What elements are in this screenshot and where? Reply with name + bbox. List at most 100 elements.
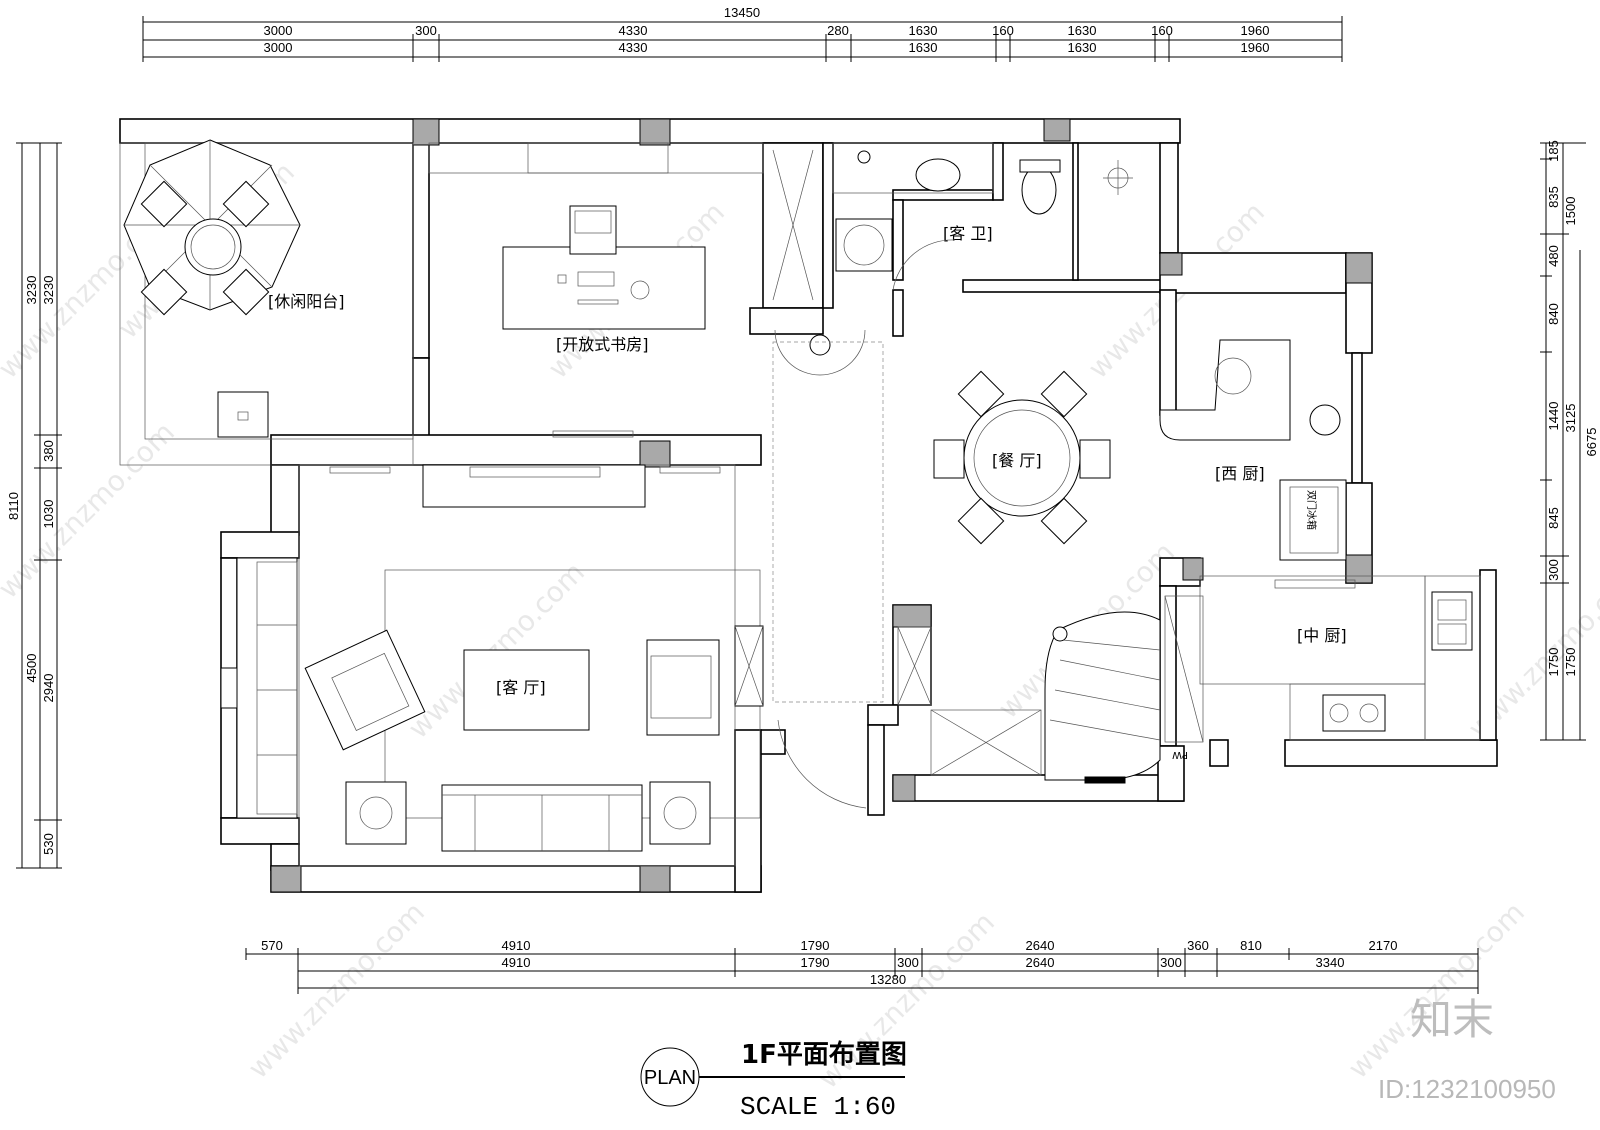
bottom-dimensions: 570 4910 1790 300 2640 360 810 2170 4910… (245, 938, 1479, 994)
dim-bottom-b-1: 4910 (502, 955, 531, 970)
dim-top-b-1: 3000 (264, 40, 293, 55)
dim-bottom-total: 13280 (870, 972, 906, 987)
dim-right-b-2: 3125 (1563, 404, 1578, 433)
dining-chair (933, 439, 965, 479)
dim-top-b-3: 1630 (909, 40, 938, 55)
dim-right-a-1: 185 (1546, 140, 1561, 162)
dim-right-a-2: 835 (1546, 186, 1561, 208)
bar-sink (1309, 404, 1341, 436)
dim-left-a-3: 1030 (41, 500, 56, 529)
watermark-11: www.znzmo.com (1342, 896, 1531, 1085)
room-label-chinese-kitchen: [中 厨] (1297, 626, 1347, 645)
dim-bottom-b-6: 3340 (1316, 955, 1345, 970)
walls (119, 118, 1498, 893)
dim-right-b-3: 1750 (1563, 648, 1578, 677)
right-dimensions: 185 835 480 840 1440 845 300 1750 1500 3… (1540, 140, 1599, 741)
balcony-sink (217, 391, 269, 438)
dining-chair (1040, 497, 1088, 545)
dim-bottom-a-2: 4910 (502, 938, 531, 953)
balcony-area: [休闲阳台] (119, 139, 414, 466)
dining-chair (1040, 370, 1088, 418)
gas-stove (1322, 694, 1386, 732)
left-dimensions: 3230 380 1030 4500 530 3230 2940 8110 (6, 142, 62, 869)
watermark-5: www.znzmo.com (0, 416, 181, 605)
dim-bottom-b-2: 1790 (801, 955, 830, 970)
columns (270, 118, 1373, 893)
dim-left-b-1: 3230 (24, 276, 39, 305)
dim-top-a-9: 1960 (1241, 23, 1270, 38)
plan-label: PLAN (644, 1067, 696, 1089)
dim-right-b-1: 1500 (1563, 197, 1578, 226)
top-dimensions: 13450 3000 300 4330 280 1630 160 1630 16… (142, 5, 1343, 62)
chinese-kitchen-area: [中 厨] PW (1172, 575, 1481, 760)
study-chair (569, 205, 617, 255)
dim-top-a-3: 4330 (619, 23, 648, 38)
dim-top-b-2: 4330 (619, 40, 648, 55)
dim-bottom-a-1: 570 (261, 938, 283, 953)
bath-basin (915, 158, 961, 192)
balcony-chair (222, 180, 270, 228)
dining-area: [餐 厅] (772, 341, 1111, 703)
toilet (1021, 165, 1057, 215)
study-desk (502, 246, 706, 330)
dim-bottom-a-7: 810 (1240, 938, 1262, 953)
dim-bottom-b-5: 300 (1160, 955, 1182, 970)
fridge (1279, 479, 1347, 561)
kitchen-sink (1431, 591, 1473, 651)
watermark-9: www.znzmo.com (242, 896, 431, 1085)
end-table-left (345, 781, 407, 845)
dim-top-a-7: 1630 (1068, 23, 1097, 38)
dim-right-a-5: 1440 (1546, 402, 1561, 431)
dim-right-a-7: 300 (1546, 559, 1561, 581)
end-table-right (649, 781, 711, 845)
dim-top-b-5: 1960 (1241, 40, 1270, 55)
dim-bottom-b-4: 2640 (1026, 955, 1055, 970)
image-id-label: ID:1232100950 (1378, 1074, 1556, 1104)
dim-bottom-a-4: 300 (897, 955, 919, 970)
dim-left-a-1: 3230 (41, 276, 56, 305)
drawing-title: 1F平面布置图 (741, 1040, 907, 1070)
dim-top-a-5: 1630 (909, 23, 938, 38)
dim-right-total: 6675 (1584, 428, 1599, 457)
dining-chair (957, 370, 1005, 418)
dim-left-a-5: 530 (41, 833, 56, 855)
dim-top-a-8: 160 (1151, 23, 1173, 38)
dim-bottom-a-6: 360 (1187, 938, 1209, 953)
guest-bath-area: [客 卫] (774, 142, 1133, 376)
dim-top-a-2: 300 (415, 23, 437, 38)
dim-right-a-8: 1750 (1546, 648, 1561, 677)
room-label-study: [开放式书房] (556, 335, 649, 354)
fridge-label: 双门冰箱 (1305, 490, 1318, 530)
armchair-right (646, 639, 720, 736)
dining-chair (957, 497, 1005, 545)
dim-left-total: 8110 (6, 492, 21, 520)
armchair-left (304, 629, 426, 751)
dim-top-a-4: 280 (827, 23, 849, 38)
dim-right-a-6: 845 (1546, 507, 1561, 529)
dim-bottom-a-3: 1790 (801, 938, 830, 953)
study-area: [开放式书房] (428, 142, 814, 438)
dim-right-a-4: 840 (1546, 303, 1561, 325)
coffee-table (463, 649, 590, 731)
dim-left-a-2: 380 (41, 440, 56, 462)
dim-right-a-3: 480 (1546, 245, 1561, 267)
brand-logo: 知末 (1410, 995, 1494, 1044)
room-label-balcony: [休闲阳台] (268, 292, 345, 311)
scale-label: SCALE 1:60 (740, 1092, 896, 1122)
dim-top-a-1: 3000 (264, 23, 293, 38)
dim-left-b-2: 2940 (41, 674, 56, 703)
pw-label: PW (1172, 749, 1188, 760)
balcony-chair (222, 268, 270, 316)
balcony-chair (140, 268, 188, 316)
room-label-living: [客 厅] (496, 678, 546, 697)
balcony-chair (140, 180, 188, 228)
dim-bottom-a-8: 2170 (1369, 938, 1398, 953)
stair-area (777, 595, 1204, 809)
dim-top-b-4: 1630 (1068, 40, 1097, 55)
room-label-guest-bath: [客 卫] (943, 224, 993, 243)
branding: 知末 ID:1232100950 (1378, 995, 1556, 1104)
dim-bottom-a-5: 2640 (1026, 938, 1055, 953)
western-kitchen-area: 双门冰箱 [西 厨] (1159, 339, 1356, 589)
living-room-area: [客 厅] (236, 464, 764, 867)
